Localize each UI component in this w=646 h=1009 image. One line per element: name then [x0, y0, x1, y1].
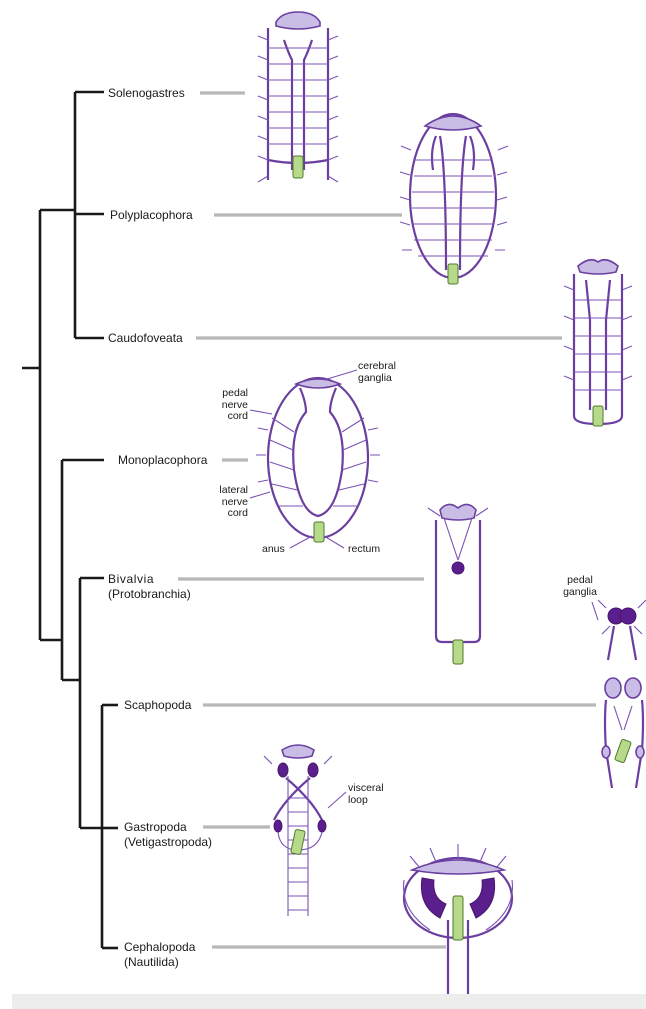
bottom-band [12, 994, 646, 1009]
taxon-label-solenogastres: Solenogastres [108, 86, 185, 100]
cephalopoda-nervous-system [404, 844, 513, 1006]
monoplacophora-nervous-system [250, 370, 380, 548]
polyplacophora-nervous-system [400, 114, 508, 284]
taxon-label-cephalopoda: Cephalopoda [124, 940, 195, 954]
annotation-lateral-nerve-cord: lateral nerve cord [206, 485, 248, 520]
caudofoveata-nervous-system [564, 260, 632, 426]
taxon-label-polyplacophora: Polyplacophora [110, 208, 193, 222]
solenogastres-nervous-system [258, 12, 338, 182]
taxon-label-gastropoda: Gastropoda [124, 820, 187, 834]
taxon-sublabel-cephalopoda: (Nautilida) [124, 955, 179, 969]
bivalvia-nervous-system [428, 504, 488, 664]
annotation-visceral-loop: visceral loop [348, 783, 384, 806]
annotation-pedal-ganglia: pedal ganglia [558, 575, 602, 598]
annotation-rectum: rectum [348, 544, 380, 556]
taxon-sublabel-gastropoda: (Vetigastropoda) [124, 835, 212, 849]
annotation-pedal-nerve-cord: pedal nerve cord [208, 388, 248, 423]
scaphopoda-nervous-system [592, 600, 646, 788]
gastropoda-nervous-system [264, 745, 346, 916]
taxon-label-monoplacophora: Monoplacophora [118, 453, 207, 467]
taxon-label-bivalvia: Bivalvia [108, 572, 154, 586]
taxon-sublabel-bivalvia: (Protobranchia) [108, 587, 191, 601]
connector-lines [178, 93, 596, 947]
phylogenetic-tree [22, 92, 118, 948]
annotation-anus: anus [262, 544, 285, 556]
annotation-cerebral-ganglia: cerebral ganglia [358, 361, 396, 384]
taxon-label-caudofoveata: Caudofoveata [108, 331, 183, 345]
taxon-label-scaphopoda: Scaphopoda [124, 698, 191, 712]
